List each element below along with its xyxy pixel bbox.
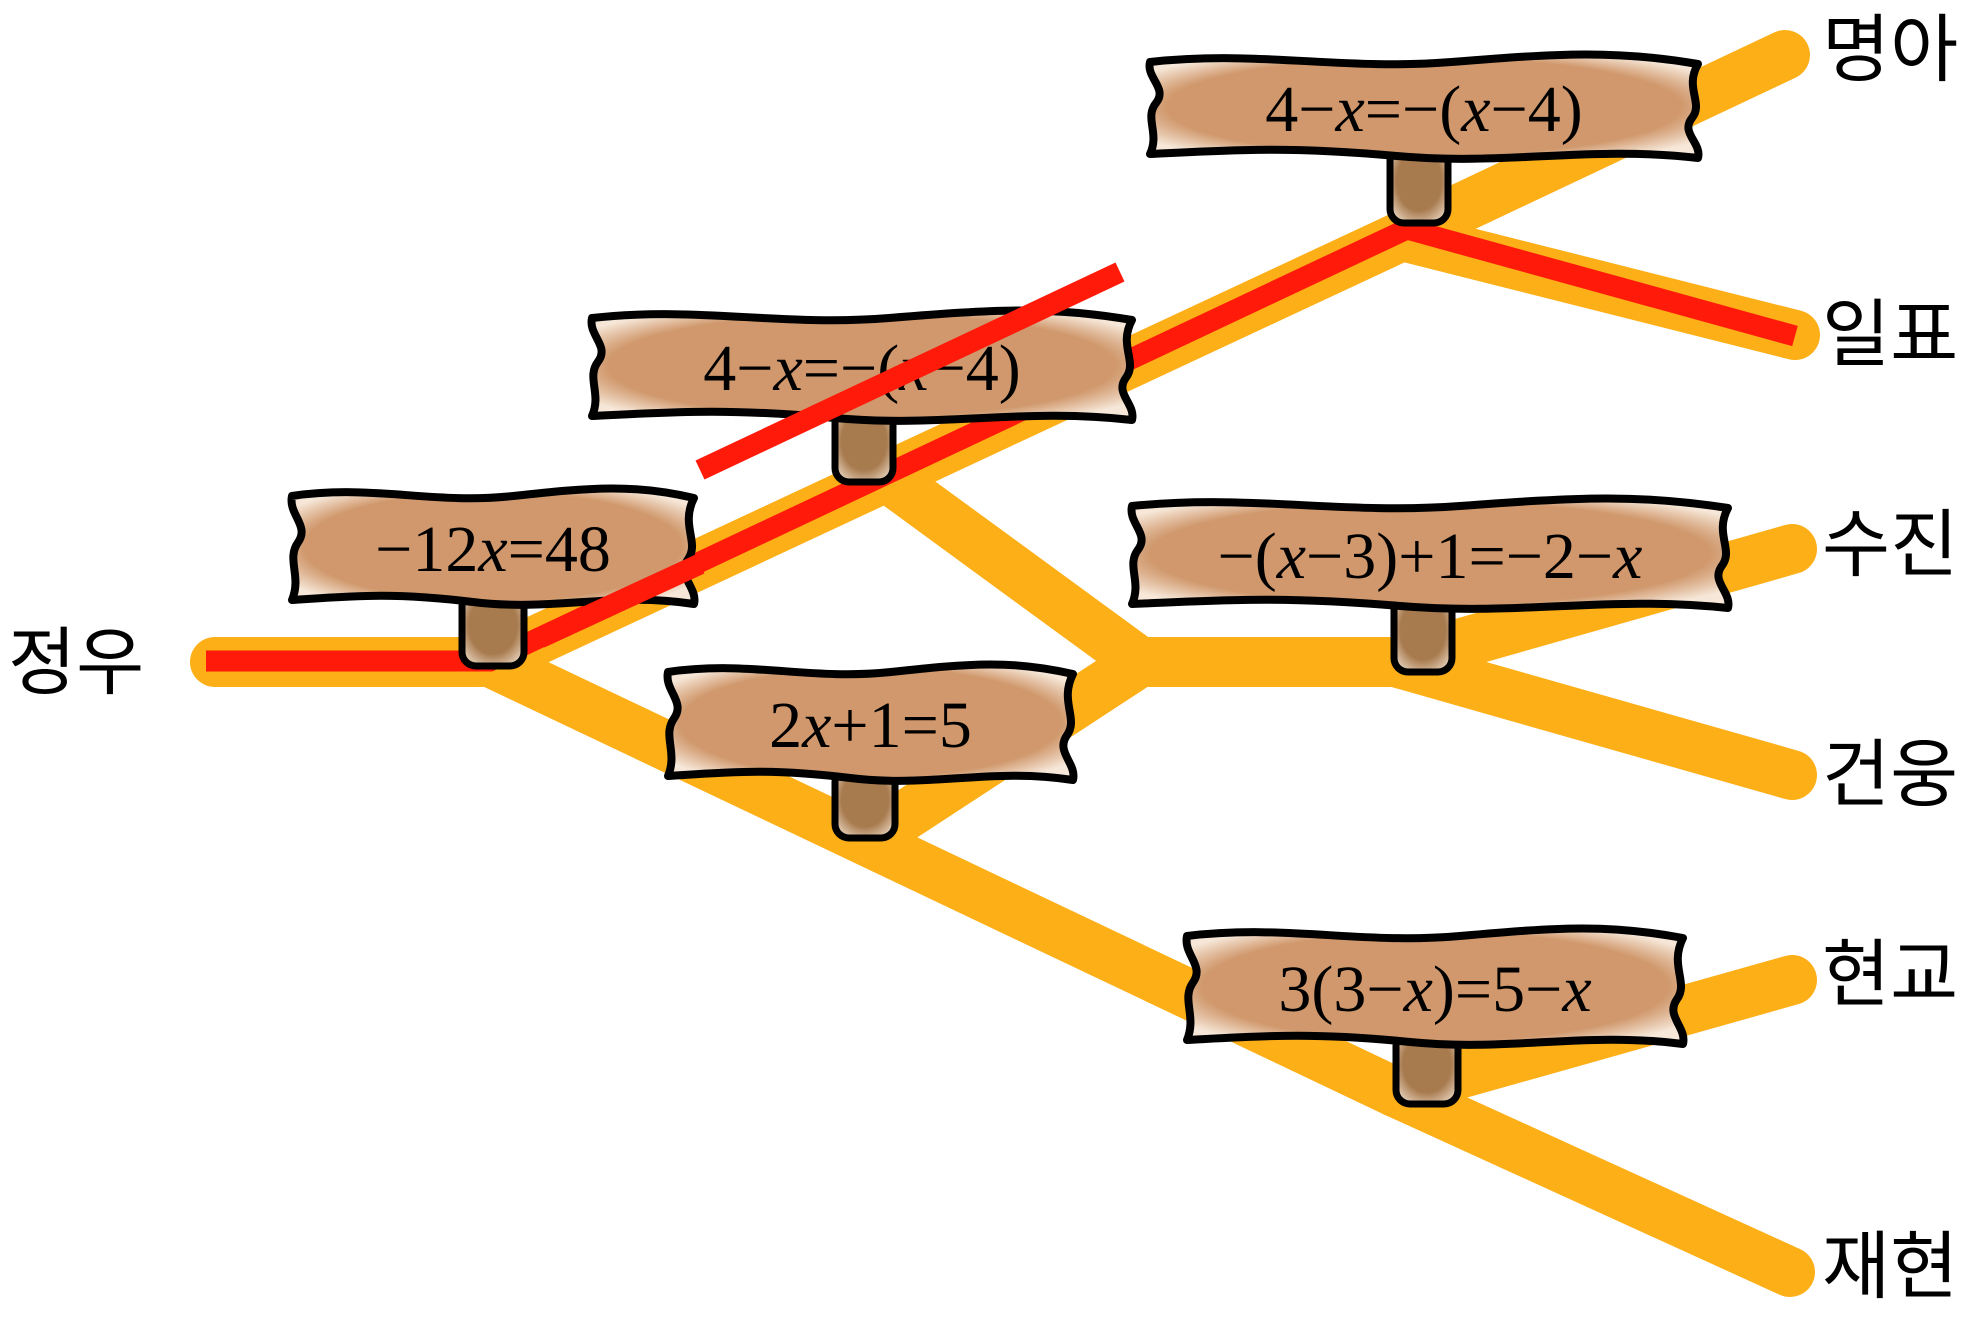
start-label: 정우 — [8, 620, 144, 706]
route-line-over-sign — [695, 262, 1125, 480]
highlighted-route — [206, 217, 1798, 672]
signpost-board — [1182, 924, 1688, 1049]
road-jaehyeon — [1370, 1067, 1815, 1297]
signpost-board — [663, 660, 1078, 785]
signpost-equation: −(x−3)+1=−2−x — [1218, 520, 1643, 593]
signpost-equation: 3(3−x)=5−x — [1278, 953, 1591, 1026]
destination-label-hyeongyo: 현교 — [1822, 932, 1958, 1018]
signpost-board — [1127, 494, 1733, 613]
signpost-equation: −12x=48 — [375, 513, 611, 586]
signpost-equation: 2x+1=5 — [769, 689, 972, 762]
signpost-s5: −(x−3)+1=−2−x — [1127, 494, 1733, 676]
road-geonung — [1370, 637, 1817, 800]
signpost-s4: 4−x=−(x−4) — [1145, 50, 1703, 227]
road-mid-down — [855, 447, 1165, 687]
signpost-board — [1145, 50, 1703, 163]
signpost-s1: −12x=48 — [287, 484, 699, 670]
signpost-board — [287, 484, 699, 609]
route-line — [206, 217, 1798, 672]
signpost-s6: 3(3−x)=5−x — [1182, 924, 1688, 1108]
signpost-s3: 2x+1=5 — [663, 660, 1078, 842]
destination-label-sujin: 수진 — [1822, 502, 1958, 588]
destination-label-geonung: 건웅 — [1822, 732, 1958, 818]
route-line-over-sign — [535, 554, 705, 648]
destination-label-ilpyo: 일표 — [1822, 292, 1958, 378]
highlighted-route-overlay — [535, 262, 1125, 648]
destination-label-myeonga: 명아 — [1822, 7, 1958, 93]
destination-label-jaehyeon: 재현 — [1822, 1224, 1958, 1310]
signpost-equation: 4−x=−(x−4) — [1265, 73, 1582, 146]
